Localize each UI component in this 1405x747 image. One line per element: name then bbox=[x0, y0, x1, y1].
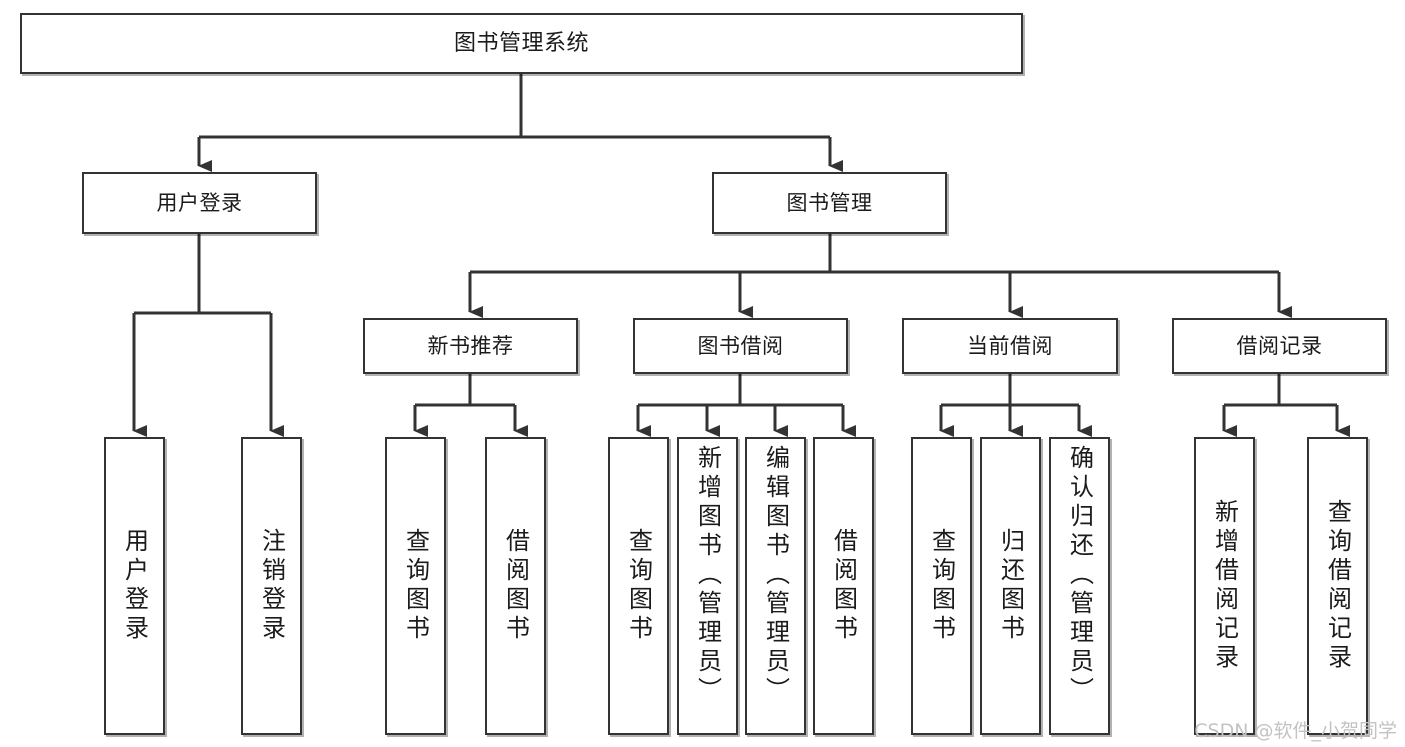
node-root-label: 图书管理系统 bbox=[453, 30, 589, 56]
node-leaf-user-logout-label: 注销登录 bbox=[257, 528, 286, 644]
node-leaf-borrow-book-2[interactable]: 借阅图书 bbox=[813, 437, 874, 735]
node-leaf-query-book-1[interactable]: 查询图书 bbox=[385, 437, 446, 735]
node-leaf-query-record[interactable]: 查询借阅记录 bbox=[1307, 437, 1368, 735]
node-borrow-record[interactable]: 借阅记录 bbox=[1172, 318, 1387, 374]
node-new-book-recommend-label: 新书推荐 bbox=[427, 333, 514, 358]
watermark: CSDN @软件_小贺同学 bbox=[1194, 720, 1397, 742]
node-book-manage-label: 图书管理 bbox=[786, 190, 873, 215]
node-leaf-query-book-2[interactable]: 查询图书 bbox=[608, 437, 669, 735]
node-leaf-query-book-3[interactable]: 查询图书 bbox=[911, 437, 972, 735]
node-borrow-record-label: 借阅记录 bbox=[1236, 333, 1323, 358]
node-leaf-return-book[interactable]: 归还图书 bbox=[980, 437, 1041, 735]
node-leaf-borrow-book-1[interactable]: 借阅图书 bbox=[485, 437, 546, 735]
node-leaf-query-book-1-label: 查询图书 bbox=[401, 528, 430, 644]
node-book-manage[interactable]: 图书管理 bbox=[712, 172, 947, 234]
node-user-login[interactable]: 用户登录 bbox=[82, 172, 317, 234]
node-new-book-recommend[interactable]: 新书推荐 bbox=[363, 318, 578, 374]
node-leaf-query-book-3-label: 查询图书 bbox=[927, 528, 956, 644]
node-book-borrow[interactable]: 图书借阅 bbox=[633, 318, 848, 374]
node-leaf-confirm-return[interactable]: 确认归还（管理员） bbox=[1049, 437, 1110, 735]
node-leaf-add-record-label: 新增借阅记录 bbox=[1210, 499, 1239, 673]
node-leaf-query-record-label: 查询借阅记录 bbox=[1323, 499, 1352, 673]
node-user-login-label: 用户登录 bbox=[156, 190, 243, 215]
node-leaf-add-record[interactable]: 新增借阅记录 bbox=[1194, 437, 1255, 735]
node-leaf-add-book[interactable]: 新增图书（管理员） bbox=[677, 437, 738, 735]
node-leaf-add-book-label: 新增图书（管理员） bbox=[693, 445, 722, 706]
node-leaf-confirm-return-label: 确认归还（管理员） bbox=[1065, 445, 1094, 706]
node-book-borrow-label: 图书借阅 bbox=[697, 333, 784, 358]
node-leaf-user-login-label: 用户登录 bbox=[120, 528, 149, 644]
node-leaf-borrow-book-1-label: 借阅图书 bbox=[501, 528, 530, 644]
node-leaf-query-book-2-label: 查询图书 bbox=[624, 528, 653, 644]
node-root[interactable]: 图书管理系统 bbox=[20, 13, 1023, 74]
node-current-borrow-label: 当前借阅 bbox=[967, 333, 1053, 358]
node-leaf-user-logout[interactable]: 注销登录 bbox=[241, 437, 302, 735]
node-leaf-edit-book[interactable]: 编辑图书（管理员） bbox=[745, 437, 806, 735]
node-leaf-return-book-label: 归还图书 bbox=[996, 528, 1025, 644]
node-leaf-edit-book-label: 编辑图书（管理员） bbox=[761, 445, 790, 706]
node-leaf-user-login[interactable]: 用户登录 bbox=[104, 437, 165, 735]
node-current-borrow[interactable]: 当前借阅 bbox=[902, 318, 1118, 374]
node-leaf-borrow-book-2-label: 借阅图书 bbox=[829, 528, 858, 644]
